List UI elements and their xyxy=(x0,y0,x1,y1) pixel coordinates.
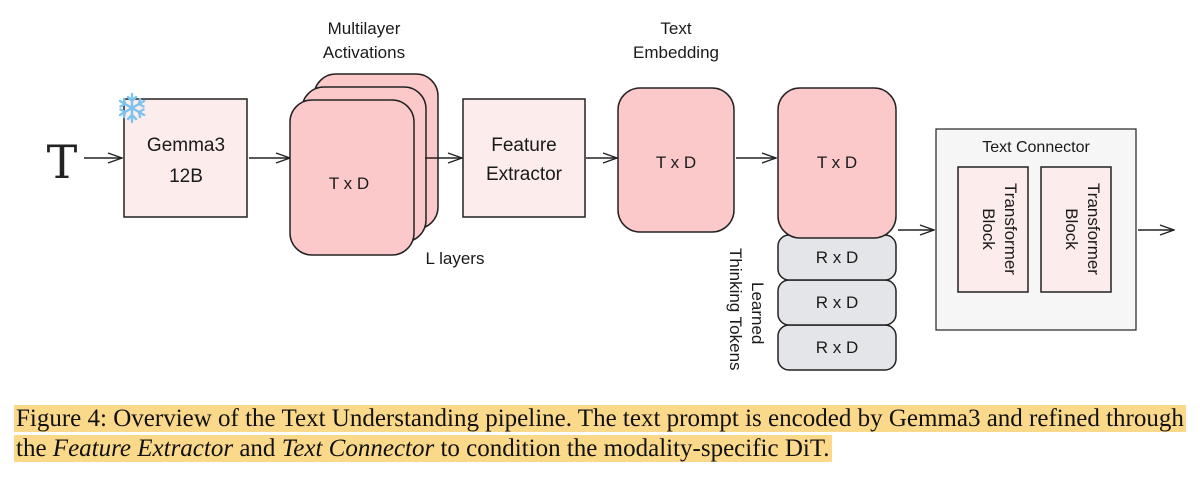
snowflake-icon xyxy=(118,92,146,124)
caption-text: and xyxy=(233,435,282,462)
pipeline-diagram: T Gemma3 12B Multilayer Activations T x … xyxy=(47,19,1200,371)
thinking-token-label: R x D xyxy=(816,338,859,357)
feature-extractor-label: Feature xyxy=(491,135,556,156)
layers-label: L layers xyxy=(426,249,485,268)
caption-emphasis: Feature Extractor xyxy=(52,435,234,462)
text-embedding-block: T x D xyxy=(617,87,735,233)
caption-text: to condition the modality-specific DiT. xyxy=(434,435,830,462)
thinking-side-label: Learned xyxy=(748,282,767,344)
activations-stack: T x D xyxy=(289,73,439,256)
thinking-tokens-stack: T x D R x D R x D R x D xyxy=(777,87,897,371)
transformer-block-label-2: Block xyxy=(979,208,998,250)
feature-extractor-label-2: Extractor xyxy=(486,164,563,185)
embedding-shape-label: T x D xyxy=(656,153,696,172)
gemma3-size-label: 12B xyxy=(169,166,203,187)
thinking-token-label: R x D xyxy=(816,248,859,267)
transformer-block-label: Transformer xyxy=(1084,183,1103,275)
text-input-glyph: T xyxy=(47,135,78,189)
activations-title-2: Activations xyxy=(323,43,405,62)
thinking-token-label: R x D xyxy=(816,293,859,312)
activations-shape-label: T x D xyxy=(329,174,369,193)
gemma3-box: Gemma3 12B xyxy=(123,98,248,218)
thinking-main-label: T x D xyxy=(817,153,857,172)
caption-text: Figure 4: Overview of the Text Understan… xyxy=(16,405,1184,462)
embedding-title-2: Embedding xyxy=(633,43,719,62)
feature-extractor-box: Feature Extractor xyxy=(462,98,586,218)
activations-title: Multilayer xyxy=(328,19,401,38)
thinking-side-label-2: Thinking Tokens xyxy=(726,248,745,371)
transformer-block-label: Transformer xyxy=(1001,183,1020,275)
transformer-block-label-2: Block xyxy=(1062,208,1081,250)
caption-emphasis: Text Connector xyxy=(281,435,435,462)
text-connector-panel: Text Connector Transformer Block Transfo… xyxy=(935,128,1137,331)
embedding-title: Text xyxy=(660,19,691,38)
gemma3-label: Gemma3 xyxy=(147,135,225,156)
connector-title: Text Connector xyxy=(982,139,1090,156)
figure-caption: Figure 4: Overview of the Text Understan… xyxy=(14,404,1186,464)
